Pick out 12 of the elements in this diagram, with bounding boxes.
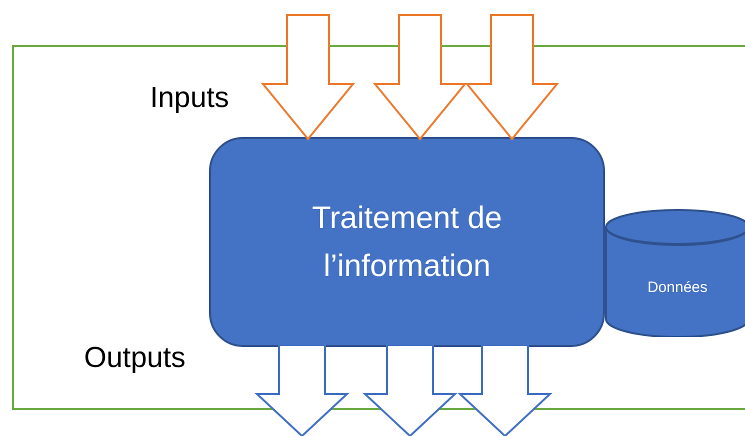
block-arrow [254,344,350,436]
block-arrow [362,344,458,436]
block-arrow [260,14,356,141]
io-label: Inputs [150,82,229,115]
database-label: Données [647,279,708,297]
io-label: Outputs [84,342,186,375]
database-cylinder [605,209,745,337]
process-label: Traitement de l’information [310,198,504,285]
block-arrow [372,14,468,141]
block-arrow [457,344,553,436]
block-arrow [464,14,560,141]
system-boundary [12,45,745,410]
